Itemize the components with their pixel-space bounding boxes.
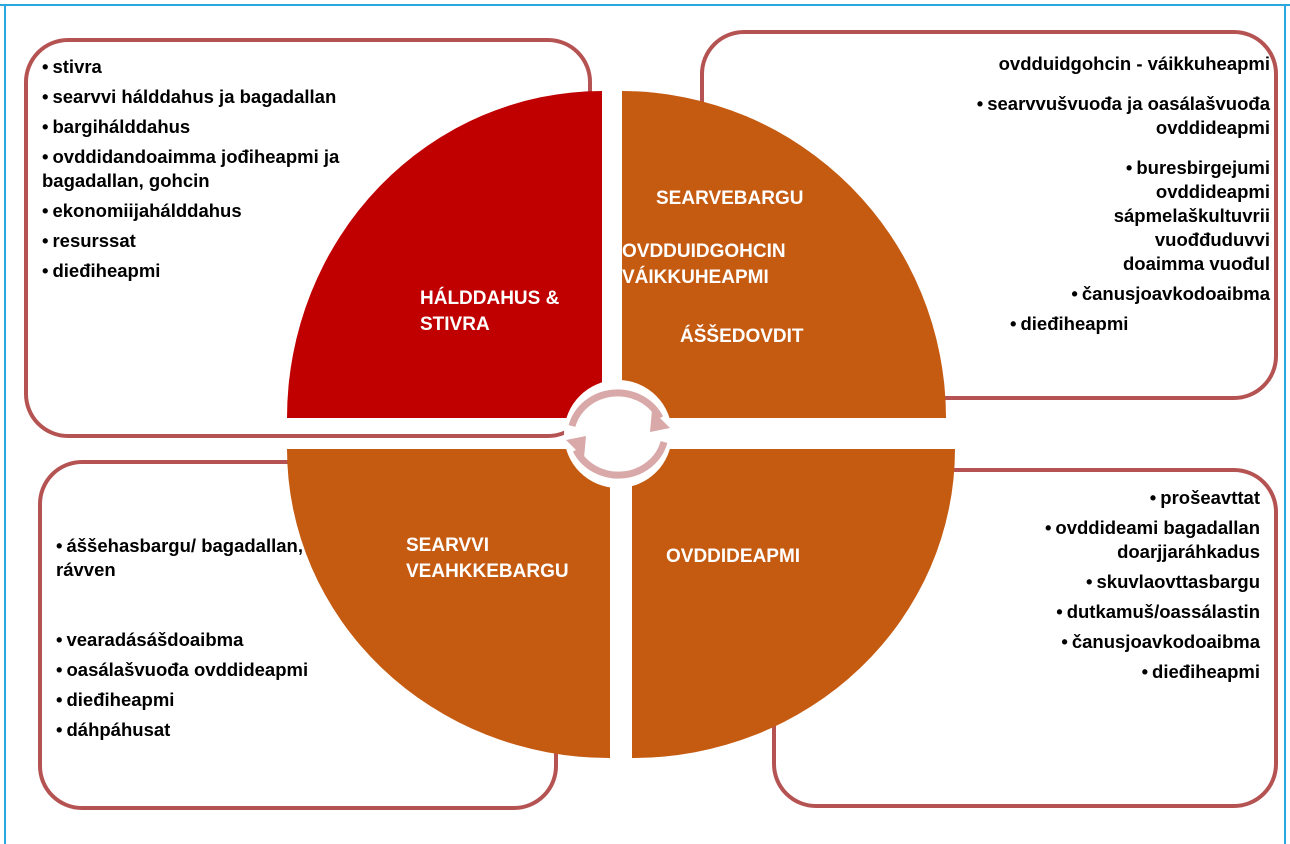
list-item: •dáhpáhusat xyxy=(56,719,171,740)
list-top-right: ovdduidgohcin - váikkuheapmi •searvvušvu… xyxy=(820,52,1270,342)
quadrant-top-left xyxy=(287,91,602,418)
list-item: •dieđiheapmi xyxy=(56,689,175,710)
list-item: •stivra xyxy=(42,56,102,77)
frame-left-border xyxy=(4,4,6,844)
frame-right-border xyxy=(1284,4,1286,844)
quadrant-label-support-work: SEARVVI VEAHKKEBARGU xyxy=(406,535,569,582)
frame-top-border xyxy=(0,4,1290,6)
quadrant-label-development: OVDDIDEAPMI xyxy=(666,546,801,567)
list-item: •ovddideami bagadallan doarjjaráhkadus xyxy=(1044,517,1260,562)
quadrant-label-management: HÁLDDAHUS & STIVRA xyxy=(420,288,560,335)
list-top-left: •stivra •searvvi hálddahus ja bagadallan… xyxy=(42,55,442,289)
cycle-arrows-icon xyxy=(564,380,672,488)
list-item: •dieđiheapmi xyxy=(42,260,161,281)
list-item: •dieđiheapmi xyxy=(1010,313,1129,334)
list-item: ovdduidgohcin - váikkuheapmi xyxy=(998,53,1270,74)
quadrant-bottom-right xyxy=(632,449,956,759)
list-item: •dieđiheapmi xyxy=(1141,661,1260,682)
list-item: •čanusjoavkodoaibma xyxy=(1061,631,1260,652)
list-item: •vearadásášdoaibma xyxy=(56,629,244,650)
list-item: •áššehasbargu/ bagadallan, rávven xyxy=(56,535,303,580)
list-item: •bargihálddahus xyxy=(42,116,191,137)
list-item: •dutkamuš/oassálastin xyxy=(1056,601,1260,622)
list-item: •buresbirgejumi ovddideapmi sápmelaškult… xyxy=(1113,157,1270,274)
list-bottom-left: •áššehasbargu/ bagadallan, rávven •veara… xyxy=(56,534,316,748)
list-spacer xyxy=(56,588,316,628)
list-item: •searvvi hálddahus ja bagadallan xyxy=(42,86,337,107)
quadrant-bottom-left xyxy=(287,449,610,759)
quadrant-top-right xyxy=(622,91,946,418)
quadrant-label-expertise: ÁŠŠEDOVDIT xyxy=(680,326,804,347)
list-item: •searvvušvuođa ja oasálašvuođa ovddideap… xyxy=(976,93,1270,138)
quadrant-label-community-work: SEARVEBARGU xyxy=(656,188,804,209)
list-item: •čanusjoavkodoaibma xyxy=(1071,283,1270,304)
list-bottom-right: •prošeavttat •ovddideami bagadallan doar… xyxy=(930,486,1260,690)
list-item: •ekonomiijahálddahus xyxy=(42,200,242,221)
list-item: •ovddidandoaimma jođiheapmi ja bagadalla… xyxy=(42,146,340,191)
list-item: •prošeavttat xyxy=(1149,487,1260,508)
list-item: •resurssat xyxy=(42,230,136,251)
quadrant-label-advocacy: OVDDUIDGOHCIN VÁIKKUHEAPMI xyxy=(622,241,786,288)
list-item: •oasálašvuođa ovddideapmi xyxy=(56,659,309,680)
list-item: •skuvlaovttasbargu xyxy=(1086,571,1260,592)
